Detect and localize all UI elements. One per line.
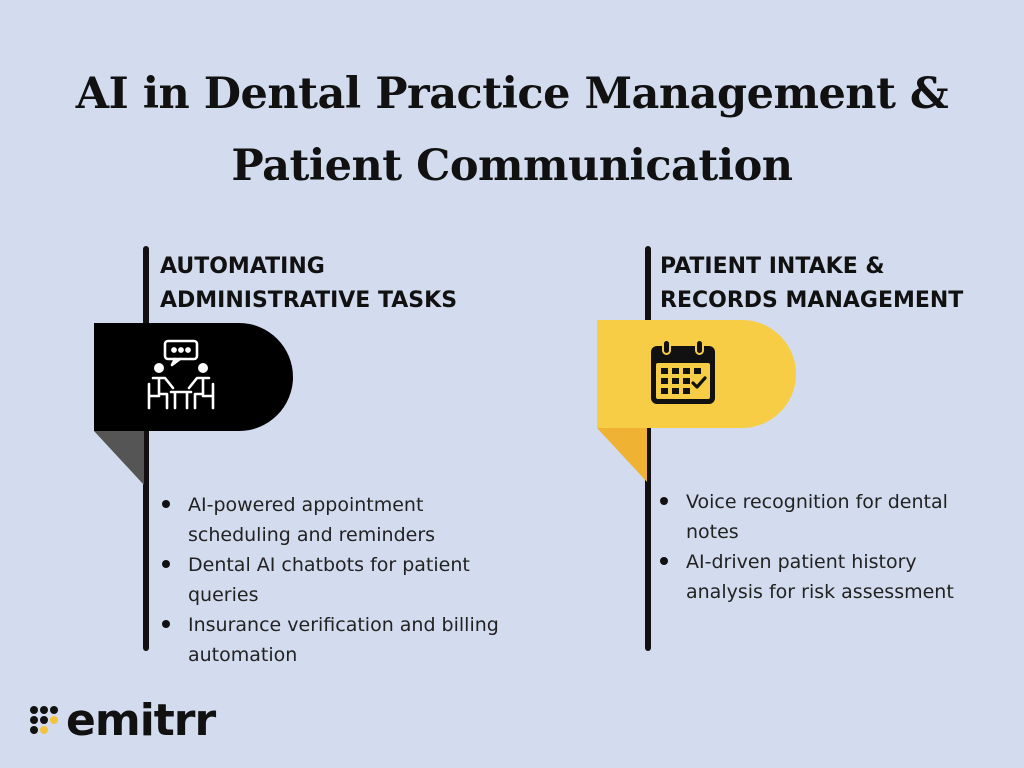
page-title: AI in Dental Practice Management & Patie… [0,58,1024,202]
list-item: AI-powered appointment scheduling and re… [160,490,510,550]
heading-left-line-2: ADMINISTRATIVE TASKS [160,288,458,313]
list-item: Voice recognition for dental notes [658,487,958,547]
heading-right-line-1: PATIENT INTAKE & [660,254,885,279]
heading-right-line-2: RECORDS MANAGEMENT [660,288,964,313]
timeline-line-right [645,246,651,651]
meeting-chat-icon [147,339,215,410]
section-heading-right: PATIENT INTAKE & RECORDS MANAGEMENT [660,250,963,318]
tab-fold-right [597,428,647,482]
tab-fold-left [94,431,144,485]
list-item: Insurance verification and billing autom… [160,610,510,670]
logo-text: emitrr [66,695,216,746]
calendar-check-icon [651,339,715,404]
bullet-list-right: Voice recognition for dental notes AI-dr… [658,487,958,607]
emitrr-dots-icon [30,706,58,734]
title-line-1: AI in Dental Practice Management & [75,69,949,119]
list-item: Dental AI chatbots for patient queries [160,550,510,610]
section-heading-left: AUTOMATING ADMINISTRATIVE TASKS [160,250,457,318]
list-item: AI-driven patient history analysis for r… [658,547,958,607]
bullet-list-left: AI-powered appointment scheduling and re… [160,490,510,670]
title-line-2: Patient Communication [231,141,793,191]
timeline-line-left [143,246,149,651]
heading-left-line-1: AUTOMATING [160,254,325,279]
